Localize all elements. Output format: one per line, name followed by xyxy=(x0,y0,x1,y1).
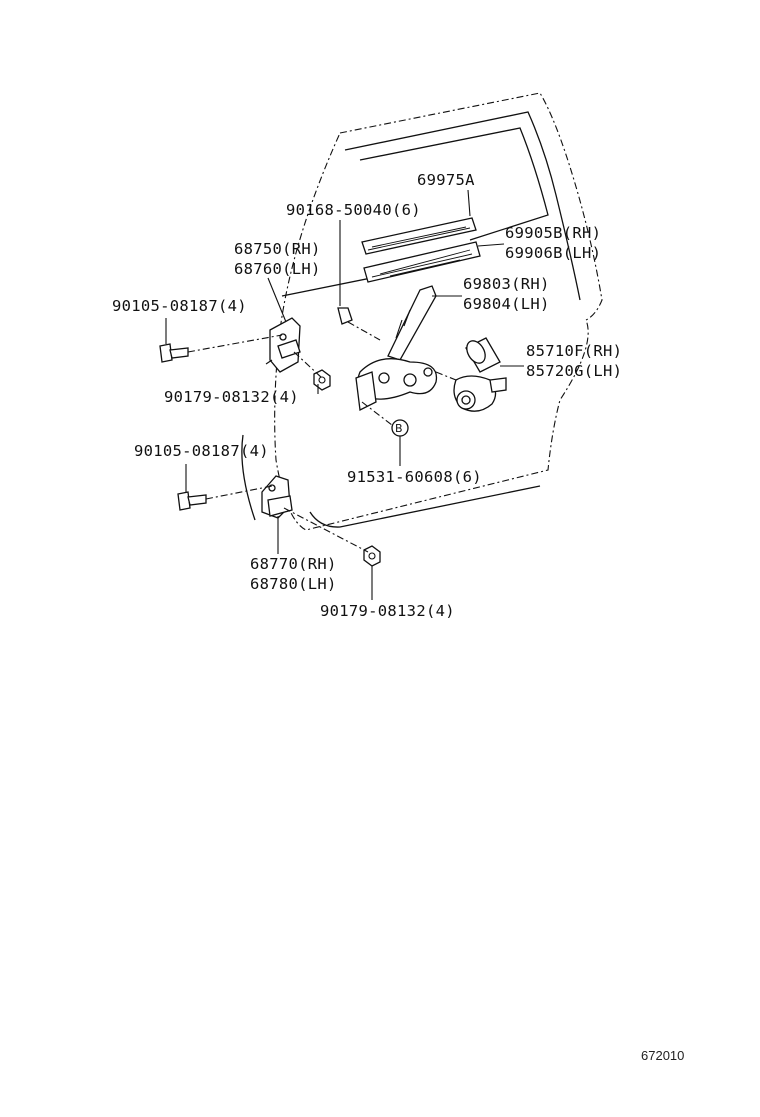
nut-lower xyxy=(363,545,381,567)
door-lower-edge xyxy=(309,485,541,528)
bolt-upper xyxy=(159,343,189,363)
label-nut-upper: 90179-08132(4) xyxy=(164,388,299,406)
door-front-edge xyxy=(241,434,256,521)
window-frame xyxy=(359,127,549,241)
label-bolt-upper: 90105-08187(4) xyxy=(112,297,247,315)
marker-b-label: B xyxy=(395,422,403,435)
label-screw-glass: 90168-50040(6) xyxy=(286,201,421,219)
label-regulator-lh: 69804(LH) xyxy=(463,295,550,313)
leader-hinge-upper xyxy=(267,277,287,323)
install-line-screw xyxy=(347,321,381,341)
leader-channel xyxy=(477,243,505,247)
label-hinge-lower-rh: 68770(RH) xyxy=(250,555,337,573)
label-channel-rh: 69905B(RH) xyxy=(505,224,602,242)
label-regulator-rh: 69803(RH) xyxy=(463,275,550,293)
label-hinge-upper-rh: 68750(RH) xyxy=(234,240,321,258)
install-line-bolt-lower xyxy=(205,485,273,500)
figure-id: 672010 xyxy=(641,1048,685,1063)
label-nut-lower: 90179-08132(4) xyxy=(320,602,455,620)
run-channel-strip-upper xyxy=(361,217,477,255)
label-bolt-lower: 90105-08187(4) xyxy=(134,442,269,460)
lower-hinge xyxy=(261,475,293,519)
install-line-rivet xyxy=(361,401,393,426)
install-line-motor xyxy=(435,371,457,381)
label-run-channel: 69975A xyxy=(417,171,475,189)
install-line-nut-upper xyxy=(293,351,323,379)
label-motor-lh: 85720G(LH) xyxy=(526,362,623,380)
door-outline-inner xyxy=(344,111,581,301)
run-channel-strip-lower xyxy=(363,241,481,283)
label-hinge-lower-lh: 68780(LH) xyxy=(250,575,337,593)
label-channel-lh: 69906B(LH) xyxy=(505,244,602,262)
leader-run-channel xyxy=(467,189,471,217)
glass-screw xyxy=(337,307,353,325)
label-motor-rh: 85710F(RH) xyxy=(526,342,623,360)
window-regulator xyxy=(355,285,438,411)
label-rivet: 91531-60608(6) xyxy=(347,468,482,486)
window-motor xyxy=(453,337,507,412)
install-line-nut-lower xyxy=(283,507,369,553)
door-outline-outer xyxy=(274,92,603,531)
upper-hinge xyxy=(265,317,301,373)
install-line-bolt-upper xyxy=(187,334,283,353)
bolt-lower xyxy=(177,491,207,511)
label-hinge-upper-lh: 68760(LH) xyxy=(234,260,321,278)
